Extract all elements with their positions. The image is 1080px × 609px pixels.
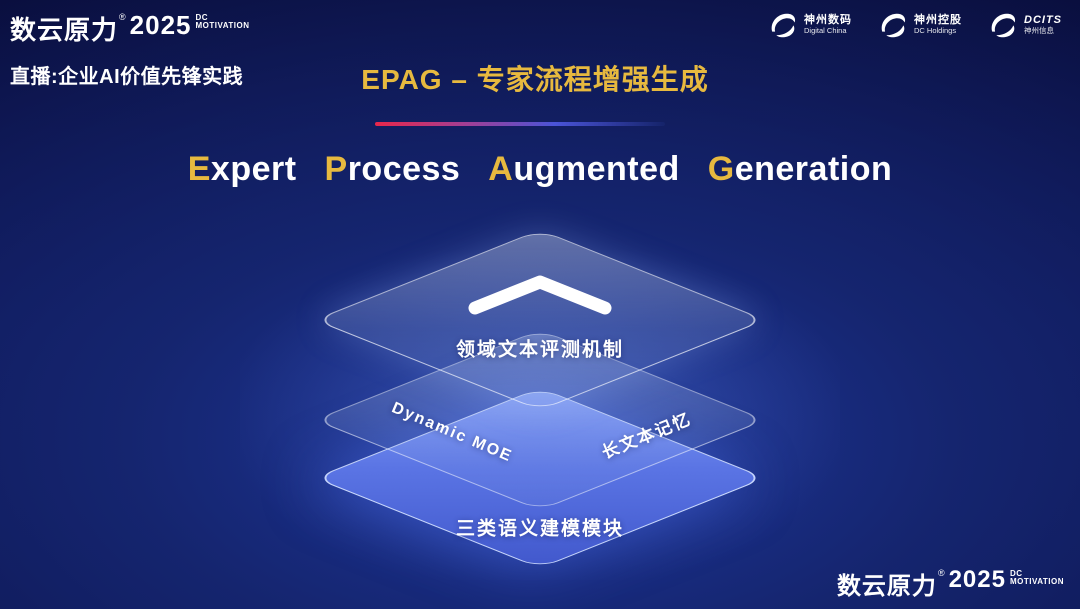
brand-name: 数云原力 (10, 15, 119, 45)
live-label: 直播:企业AI价值先锋实践 (10, 66, 244, 88)
logo-text: DCITS 神州信息 (1024, 14, 1062, 35)
background-glow (240, 250, 840, 580)
headline-initial: G (707, 150, 735, 188)
headline-rest: eneration (734, 150, 893, 188)
swoosh-icon (768, 10, 798, 40)
logo-text: 神州数码 Digital China (804, 14, 852, 35)
headline-word: Generation (708, 150, 893, 188)
logo-cn-name: 神州数码 (804, 14, 852, 27)
layer-3-label: 三类语义建模模块 (455, 518, 625, 540)
brand-subtitle: DC MOTIVATION (1009, 569, 1064, 587)
logo-en-name: Digital China (804, 26, 847, 35)
headline-word: Process (325, 150, 461, 188)
logo-dc-holdings: 神州控股 DC Holdings (878, 10, 962, 40)
brand-logo-top-left: 数云原力 ® 2025 DC MOTIVATION (10, 10, 250, 47)
layer-1-surface (313, 229, 767, 411)
headline-initial: P (324, 150, 348, 188)
brand-subtitle: DC MOTIVATION (195, 13, 250, 31)
layer-2-surface (313, 329, 767, 511)
brand-name: 数云原力 (836, 573, 937, 600)
headline-rest: rocess (347, 150, 461, 188)
swoosh-icon (988, 10, 1018, 40)
registered-mark: ® (937, 568, 945, 578)
headline-initial: A (488, 150, 514, 188)
swoosh-icon (878, 10, 908, 40)
logo-en-name: DCITS (1024, 14, 1062, 27)
brand-logo-bottom-right: 数云原力 ® 2025 DC MOTIVATION (837, 566, 1064, 601)
headline-rest: xpert (210, 150, 297, 188)
logo-cn-name: 神州信息 (1024, 26, 1054, 35)
brand-subtitle-top: DC (195, 13, 209, 22)
brand-subtitle-bottom: MOTIVATION (1009, 577, 1064, 587)
brand-year: 2025 (948, 566, 1006, 593)
layer-2-label-dynamic-moe: Dynamic MOE (389, 399, 516, 466)
layer-2-label-long-text-memory: 长文本记忆 (599, 409, 695, 463)
headline-word: Augmented (488, 150, 680, 188)
logo-text: 神州控股 DC Holdings (914, 14, 962, 35)
layer-1-label: 领域文本评测机制 (455, 339, 625, 361)
partner-logos: 神州数码 Digital China 神州控股 DC Holdings (768, 10, 1062, 40)
chevron-up-icon (468, 275, 612, 315)
logo-en-name: DC Holdings (914, 26, 957, 35)
brand-subtitle-bottom: MOTIVATION (195, 21, 250, 31)
page-title: EPAG – 专家流程增强生成 (361, 64, 709, 95)
headline-word: Expert (188, 150, 297, 188)
headline: Expert Process Augmented Generation (0, 150, 1080, 189)
headline-rest: ugmented (513, 150, 680, 188)
gradient-divider (375, 122, 665, 126)
layer-3-surface (313, 387, 767, 569)
logo-dcits: DCITS 神州信息 (988, 10, 1062, 40)
logo-digital-china: 神州数码 Digital China (768, 10, 852, 40)
logo-cn-name: 神州控股 (914, 14, 962, 27)
brand-subtitle-top: DC (1009, 569, 1023, 578)
registered-mark: ® (119, 12, 126, 22)
headline-initial: E (187, 150, 211, 188)
brand-year: 2025 (129, 10, 192, 40)
